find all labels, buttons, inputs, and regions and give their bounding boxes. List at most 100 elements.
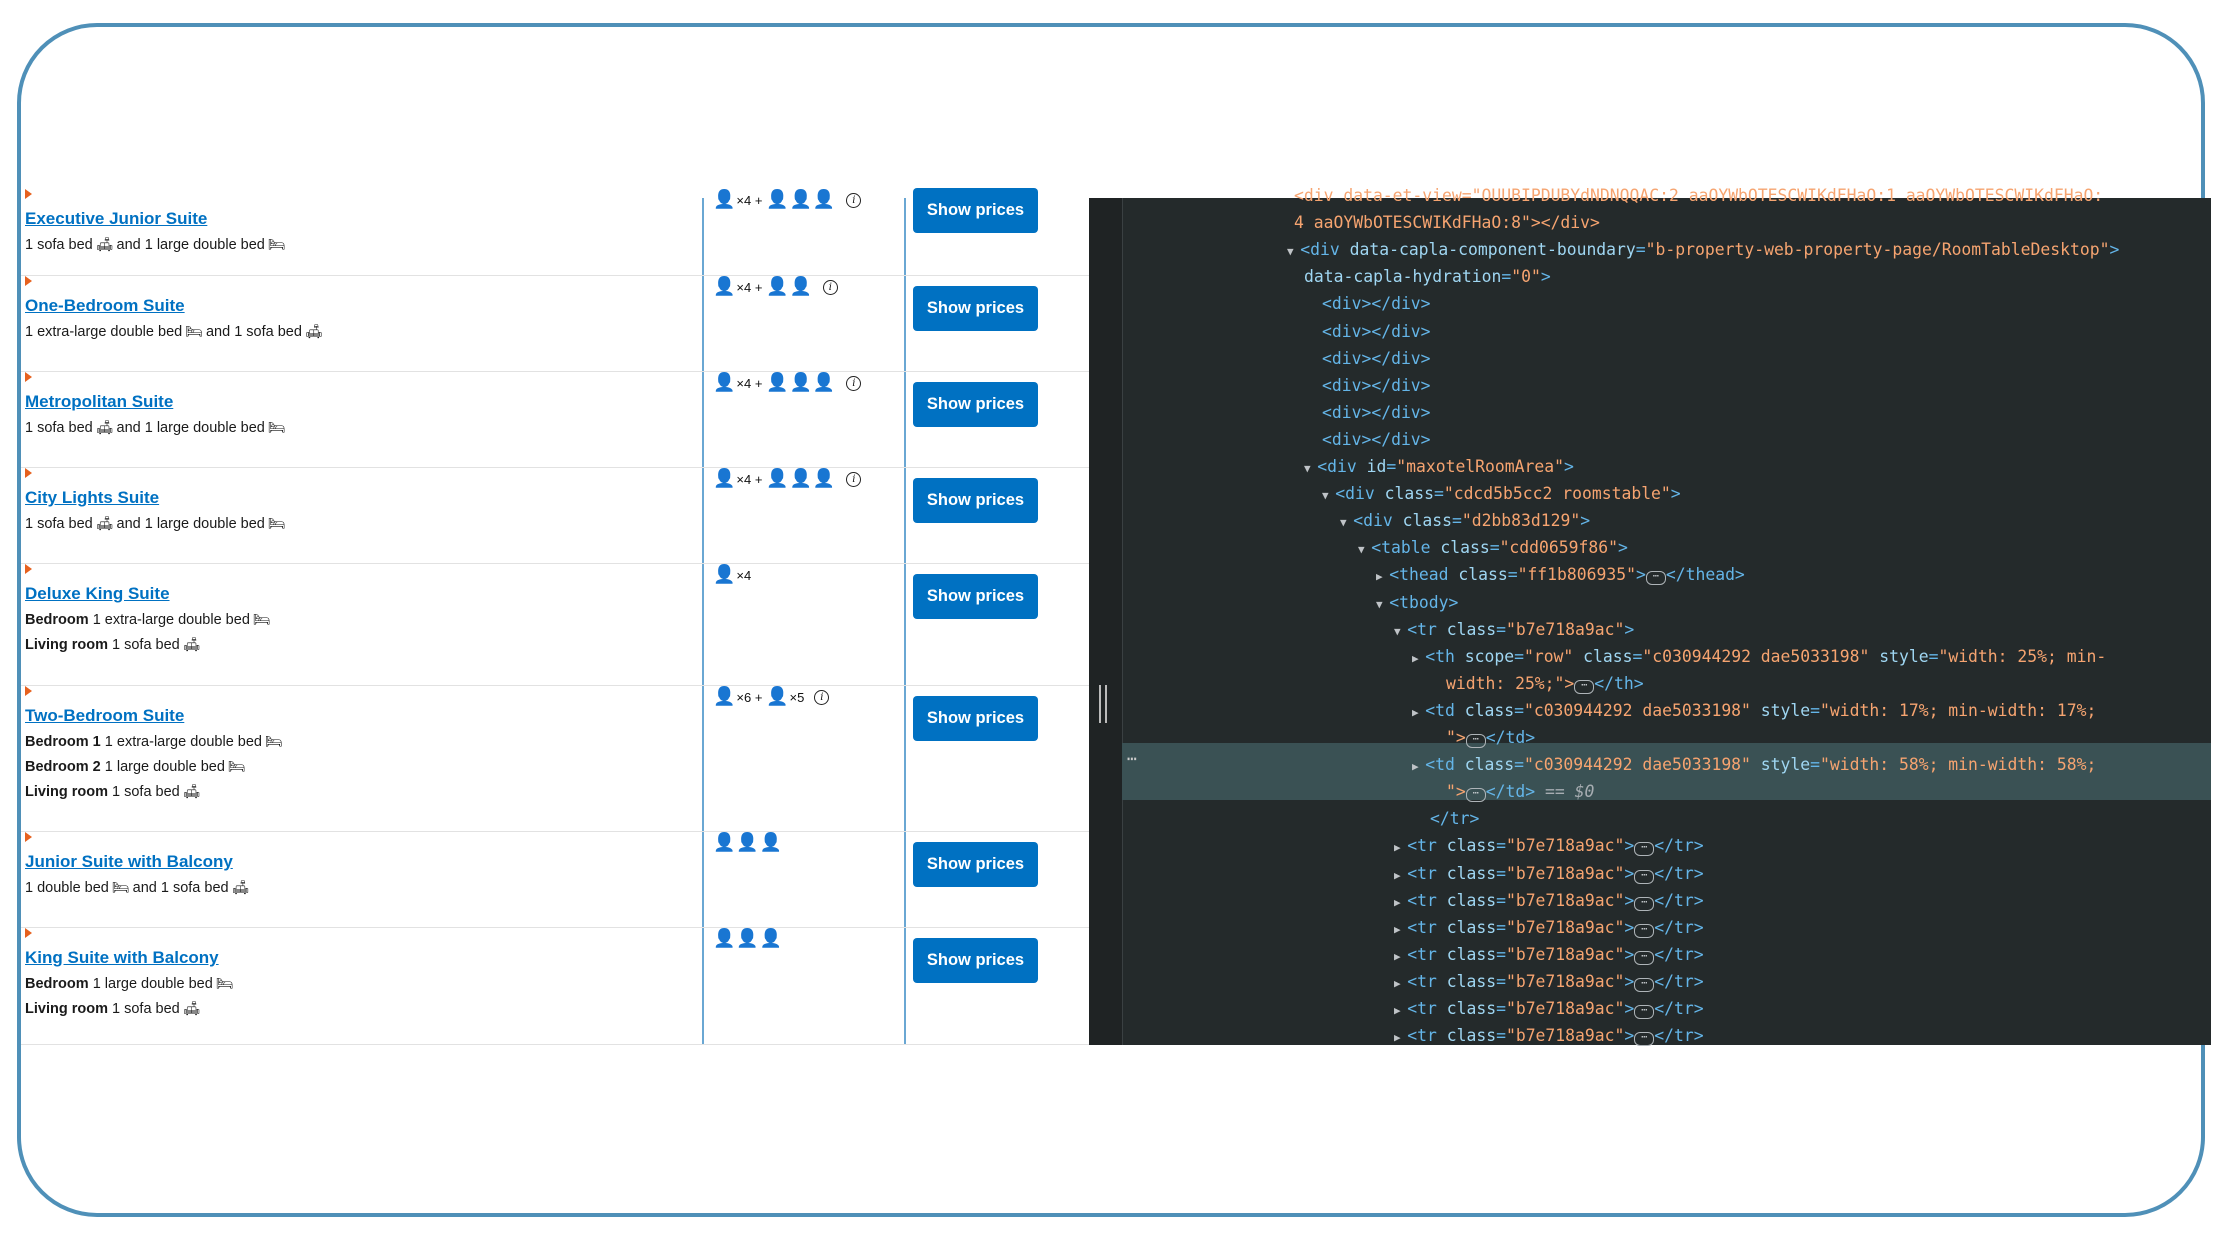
dom-tree-node[interactable]: data-capla-hydration="0"> (1304, 263, 1551, 290)
show-prices-button[interactable]: Show prices (913, 842, 1038, 887)
code-token (1448, 565, 1458, 584)
code-token (1437, 918, 1447, 937)
info-icon[interactable]: i (822, 280, 838, 295)
sofa-bed-icon: 🛋 (95, 515, 114, 531)
dom-tree-node[interactable]: ▶ <td class="c030944292 dae5033198" styl… (1412, 751, 2096, 778)
dom-tree-node[interactable]: <div data-et-view="OUUBIPDUBYdNDNQQAC:2 … (1294, 182, 2103, 209)
room-name-link[interactable]: Executive Junior Suite (25, 209, 208, 228)
dom-tree-node[interactable]: ▶ <tr class="b7e718a9ac">⋯</tr> (1394, 995, 1704, 1022)
dom-tree-node[interactable]: ▼ <div class="cdcd5b5cc2 roomstable"> (1322, 480, 1681, 507)
info-icon[interactable]: i (846, 193, 862, 208)
expand-ellipsis-icon[interactable]: ⋯ (1465, 734, 1486, 748)
expand-triangle-icon[interactable]: ▶ (1394, 895, 1408, 909)
info-icon[interactable]: i (814, 690, 830, 705)
dom-tree-node[interactable]: ▼ <div data-capla-component-boundary="b-… (1287, 236, 2119, 263)
dom-tree-node[interactable]: ▶ <tr class="b7e718a9ac">⋯</tr> (1394, 1022, 1704, 1049)
dom-tree-node[interactable]: ▼ <tbody> (1376, 589, 1458, 616)
expand-ellipsis-icon[interactable]: ⋯ (1574, 679, 1595, 694)
code-token: <tr (1407, 863, 1437, 883)
expand-triangle-icon[interactable]: ▶ (1376, 570, 1390, 584)
expand-ellipsis-icon[interactable]: ⋯ (1634, 950, 1655, 965)
expand-ellipsis-icon[interactable]: ⋯ (1634, 977, 1655, 992)
collapse-triangle-icon[interactable]: ▼ (1322, 489, 1336, 503)
expand-triangle-icon[interactable]: ▶ (1394, 949, 1408, 963)
show-prices-button[interactable]: Show prices (913, 382, 1038, 427)
panel-resize-handle[interactable] (1099, 685, 1107, 723)
dom-tree-node[interactable]: <div></div> (1322, 426, 1431, 453)
attribute-name: class (1446, 971, 1497, 991)
dom-tree-node[interactable]: <div></div> (1322, 372, 1431, 399)
collapse-triangle-icon[interactable]: ▼ (1304, 462, 1318, 475)
code-token (1357, 457, 1367, 476)
dom-tree-node[interactable]: ▶ <thead class="ff1b806935">⋯</thead> (1376, 561, 1745, 588)
dom-tree-node[interactable]: ▶ <tr class="b7e718a9ac">⋯</tr> (1394, 968, 1704, 995)
info-icon[interactable]: i (846, 376, 862, 391)
dom-tree-node[interactable]: ">⋯</td> (1446, 724, 1535, 751)
expand-ellipsis-icon[interactable]: ⋯ (1634, 1005, 1655, 1019)
expand-triangle-icon[interactable]: ▶ (1394, 976, 1408, 990)
code-token: = (1496, 1026, 1506, 1046)
collapse-triangle-icon[interactable]: ▼ (1287, 245, 1301, 259)
dom-tree-node[interactable]: <div></div> (1322, 345, 1431, 372)
max-occupancy: 👤×4 + 👤👤👤i (713, 189, 862, 210)
dom-tree-node[interactable]: ▶ <tr class="b7e718a9ac">⋯</tr> (1394, 914, 1704, 941)
devtools-elements-panel[interactable]: ⋯ <div data-et-view="OUUBIPDUBYdNDNQQAC:… (1089, 186, 2211, 1047)
dom-tree-node[interactable]: ▶ <tr class="b7e718a9ac">⋯</tr> (1394, 860, 1704, 887)
room-name-link[interactable]: Junior Suite with Balcony (25, 852, 233, 871)
expand-ellipsis-icon[interactable]: ⋯ (1645, 571, 1666, 586)
code-token: = (1451, 511, 1462, 531)
dom-tree-node[interactable]: 4 aaOYWbOTESCWIKdFHaO:8"></div> (1294, 209, 1600, 236)
expand-triangle-icon[interactable]: ▶ (1394, 922, 1408, 936)
show-prices-button[interactable]: Show prices (913, 574, 1038, 619)
expand-ellipsis-icon[interactable]: ⋯ (1634, 842, 1655, 857)
show-prices-button[interactable]: Show prices (913, 938, 1038, 983)
room-name-link[interactable]: King Suite with Balcony (25, 948, 219, 967)
expand-triangle-icon[interactable]: ▶ (1394, 841, 1408, 855)
show-prices-button[interactable]: Show prices (913, 286, 1038, 331)
dom-tree-node[interactable]: <div></div> (1322, 290, 1431, 317)
info-icon[interactable]: i (846, 472, 862, 487)
expand-ellipsis-icon[interactable]: ⋯ (1634, 923, 1655, 938)
expand-triangle-icon[interactable]: ▶ (1394, 868, 1408, 882)
expand-triangle-icon[interactable]: ▶ (1412, 651, 1426, 665)
collapse-triangle-icon[interactable]: ▼ (1340, 516, 1354, 530)
expand-triangle-icon[interactable]: ▶ (1394, 1031, 1408, 1045)
show-prices-button[interactable]: Show prices (913, 696, 1038, 741)
dom-tree-node[interactable]: <div></div> (1322, 399, 1431, 426)
dom-tree-node[interactable]: <div></div> (1322, 318, 1431, 345)
collapse-triangle-icon[interactable]: ▼ (1394, 624, 1408, 638)
room-name-link[interactable]: City Lights Suite (25, 488, 160, 507)
expand-ellipsis-icon[interactable]: ⋯ (1634, 1032, 1655, 1047)
room-name-link[interactable]: Deluxe King Suite (25, 584, 170, 603)
dom-tree-node[interactable]: ▶ <td class="c030944292 dae5033198" styl… (1412, 697, 2096, 724)
show-prices-button[interactable]: Show prices (913, 188, 1038, 233)
expand-ellipsis-icon[interactable]: ⋯ (1465, 788, 1486, 803)
expand-triangle-icon[interactable]: ▶ (1394, 1004, 1408, 1017)
room-name-link[interactable]: Metropolitan Suite (25, 392, 174, 411)
dom-tree-node[interactable]: ▼ <div id="maxotelRoomArea"> (1304, 453, 1574, 480)
dom-tree-node[interactable]: ▼ <tr class="b7e718a9ac"> (1394, 616, 1634, 643)
dom-tree-node[interactable]: ▼ <table class="cdd0659f86"> (1358, 534, 1628, 561)
dom-tree-node[interactable]: </tr> (1430, 805, 1479, 832)
dom-tree-node[interactable]: ▶ <tr class="b7e718a9ac">⋯</tr> (1394, 832, 1704, 859)
collapse-triangle-icon[interactable]: ▼ (1376, 597, 1390, 611)
show-prices-button[interactable]: Show prices (913, 478, 1038, 523)
collapse-triangle-icon[interactable]: ▼ (1358, 543, 1372, 557)
code-token: = (1496, 999, 1506, 1018)
code-token: = (1496, 863, 1506, 883)
expand-triangle-icon[interactable]: ▶ (1412, 760, 1426, 774)
dom-tree-node[interactable]: ▼ <div class="d2bb83d129"> (1340, 507, 1590, 534)
expand-triangle-icon[interactable]: ▶ (1412, 705, 1426, 719)
dom-tree-node[interactable]: ▶ <th scope="row" class="c030944292 dae5… (1412, 643, 2106, 670)
room-name-link[interactable]: One-Bedroom Suite (25, 296, 185, 315)
dom-tree-node[interactable]: ▶ <tr class="b7e718a9ac">⋯</tr> (1394, 887, 1704, 914)
dom-tree-node[interactable]: ▶ <tr class="b7e718a9ac">⋯</tr> (1394, 941, 1704, 968)
node-actions-icon[interactable]: ⋯ (1127, 749, 1137, 768)
dom-tree-node[interactable]: width: 25%;">⋯</th> (1446, 670, 1644, 697)
dom-tree-node[interactable]: ">⋯</td> == $0 (1446, 778, 1594, 805)
expand-ellipsis-icon[interactable]: ⋯ (1634, 869, 1655, 884)
code-token (1751, 755, 1761, 774)
expand-ellipsis-icon[interactable]: ⋯ (1634, 896, 1655, 911)
room-name-link[interactable]: Two-Bedroom Suite (25, 706, 185, 725)
